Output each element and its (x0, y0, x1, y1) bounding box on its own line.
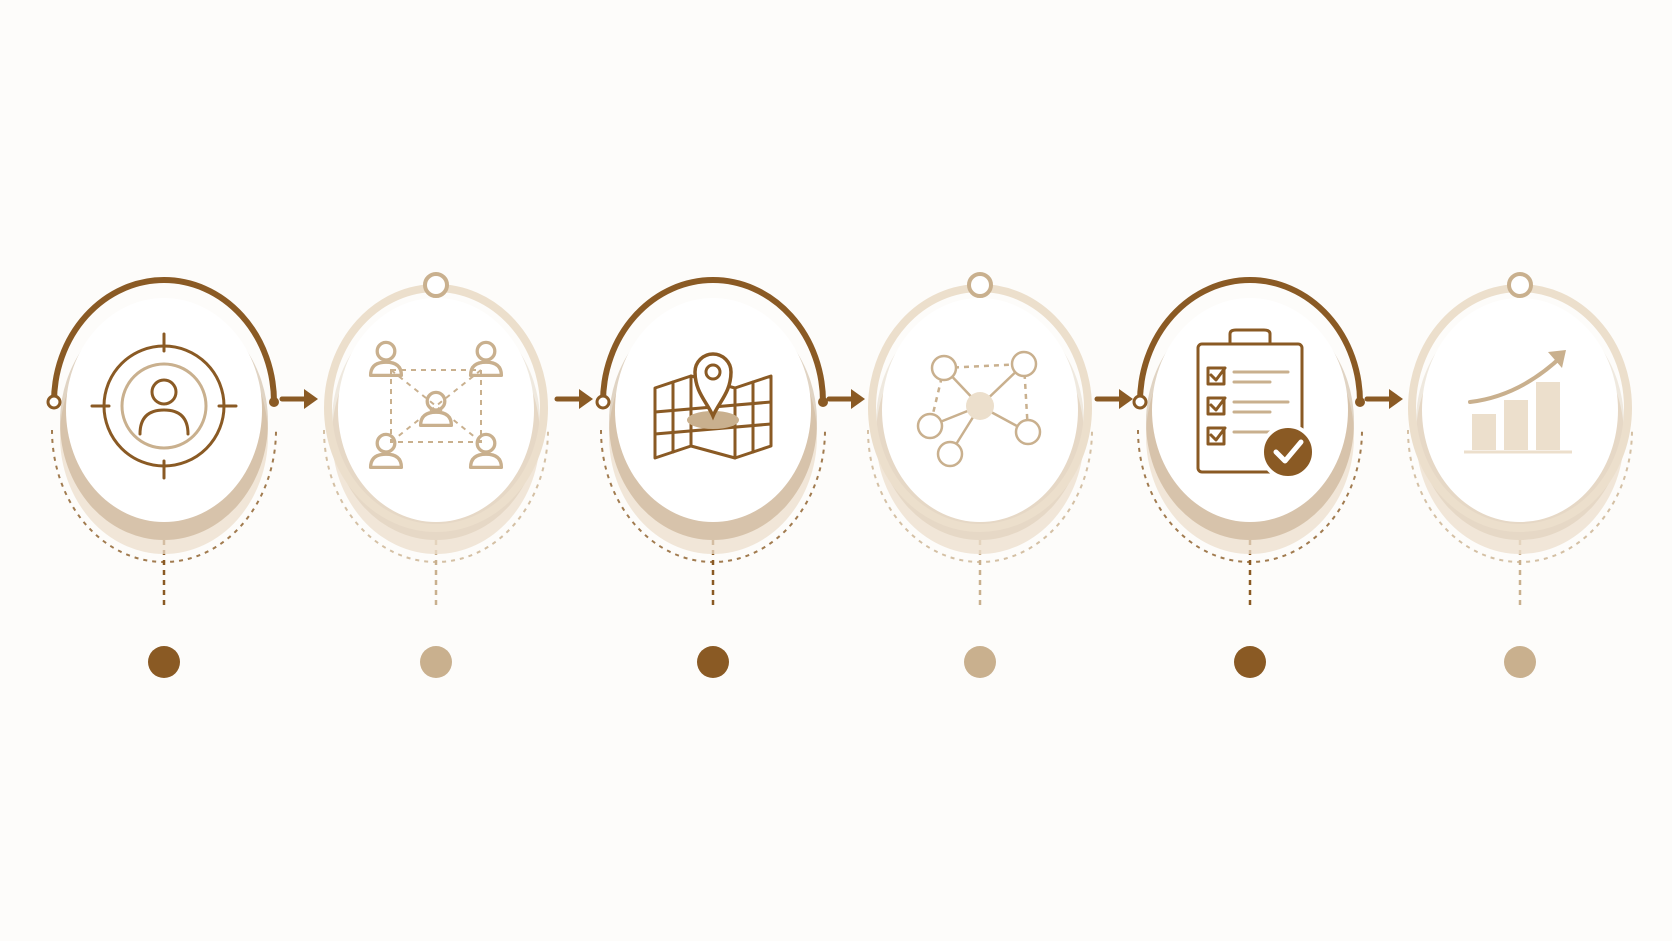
step-dot (1504, 646, 1536, 678)
process-step-3 (593, 0, 833, 941)
process-step-4 (860, 0, 1100, 941)
people-network-icon (368, 340, 504, 470)
top-arc (1137, 277, 1363, 405)
step-dot (964, 646, 996, 678)
map-location-pin-icon (653, 352, 773, 460)
arrow-right-icon (825, 384, 869, 414)
arrow-right-icon (553, 384, 597, 414)
step-dot (697, 646, 729, 678)
top-ring-knob (1507, 272, 1533, 298)
growth-bar-chart-icon (1464, 350, 1572, 454)
top-ring-knob (967, 272, 993, 298)
top-arc (600, 277, 826, 405)
process-step-1 (44, 0, 284, 941)
top-ring-knob (423, 272, 449, 298)
arrow-right-icon (1093, 384, 1137, 414)
process-step-2 (316, 0, 556, 941)
arrow-right-icon (278, 384, 322, 414)
process-step-5 (1130, 0, 1370, 941)
clipboard-checklist-icon (1196, 328, 1316, 480)
target-user-icon (90, 332, 238, 480)
node-network-icon (916, 350, 1042, 468)
step-dot (148, 646, 180, 678)
arrow-right-icon (1363, 384, 1407, 414)
top-arc (51, 277, 277, 405)
step-dot (420, 646, 452, 678)
process-step-6 (1400, 0, 1640, 941)
step-dot (1234, 646, 1266, 678)
